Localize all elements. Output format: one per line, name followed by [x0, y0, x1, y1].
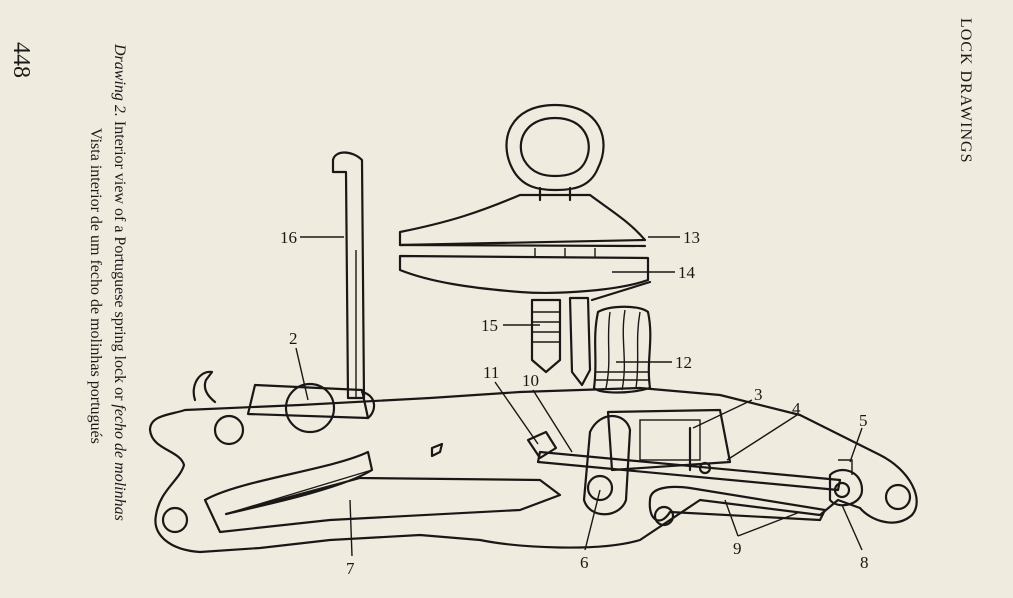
pan-part-2	[246, 382, 376, 434]
label-9: 9	[733, 539, 742, 558]
small-stud	[430, 442, 444, 458]
label-3: 3	[754, 385, 763, 404]
spindle-part-15	[530, 296, 592, 387]
coil-spring-part-12	[592, 305, 652, 394]
mainspring-part-7	[203, 450, 562, 534]
label-10: 10	[522, 371, 539, 390]
spring-part-9	[648, 485, 827, 527]
end-pivot-part-8	[828, 459, 864, 507]
lockplate-body	[148, 370, 918, 554]
label-12: 12	[675, 353, 692, 372]
label-4: 4	[792, 399, 801, 418]
label-13: 13	[683, 228, 700, 247]
tumbler-part-6	[582, 415, 632, 516]
pan-cover-part-16	[331, 151, 366, 400]
part-labels: 16 2 13 14 15 12 11 10 3 4 5 8 9 6 7	[280, 228, 869, 578]
label-16: 16	[280, 228, 297, 247]
label-15: 15	[481, 316, 498, 335]
leader-lines	[295, 236, 863, 557]
label-11: 11	[483, 363, 499, 382]
screw-part-11	[526, 430, 558, 460]
rod-part-4	[536, 426, 842, 492]
label-8: 8	[860, 553, 869, 572]
bridle-part-3	[606, 408, 732, 472]
label-5: 5	[859, 411, 868, 430]
ring-cap-part-13	[398, 103, 647, 248]
plate-part-14	[398, 248, 652, 302]
label-2: 2	[289, 329, 298, 348]
label-6: 6	[580, 553, 589, 572]
label-14: 14	[678, 263, 696, 282]
label-7: 7	[346, 559, 355, 578]
